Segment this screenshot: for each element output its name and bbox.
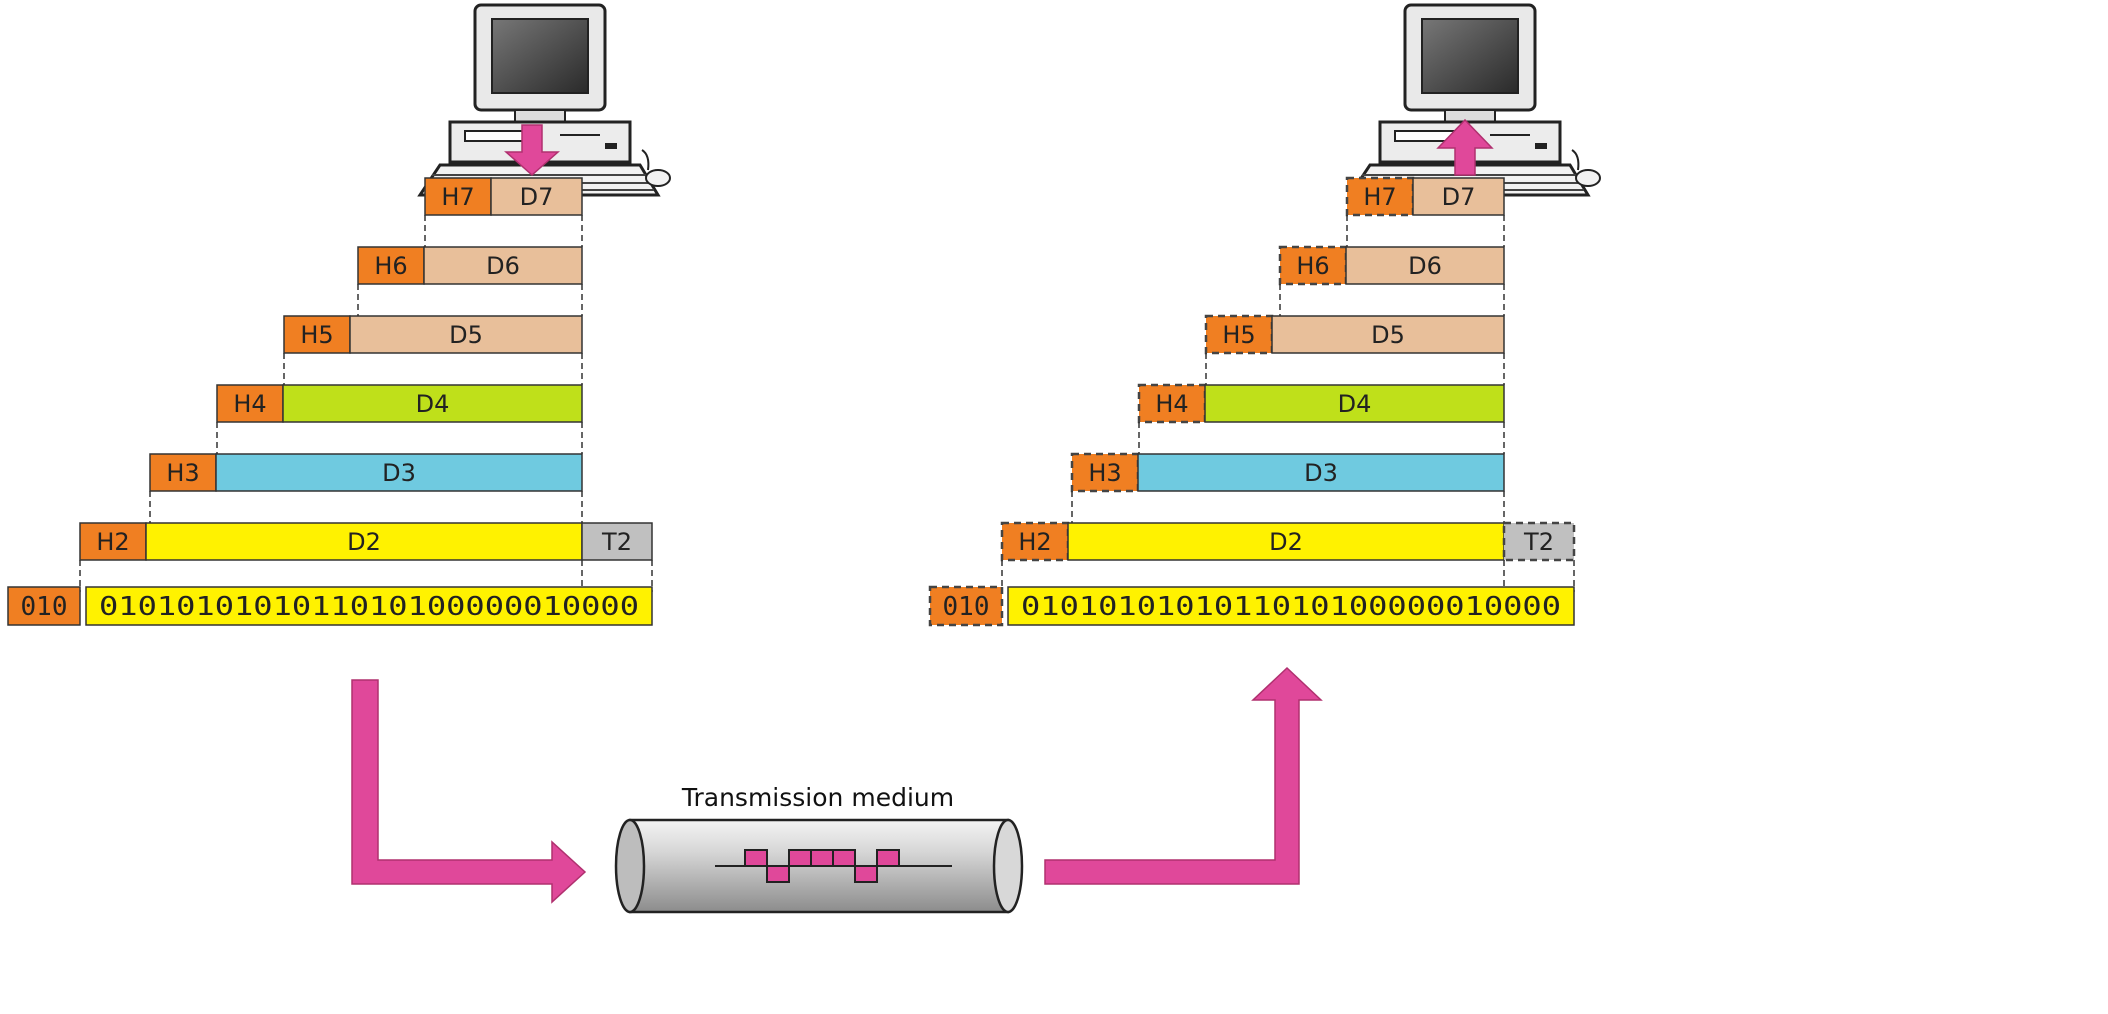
receiver-bits-header — [928, 585, 1004, 627]
sender-bits-body — [85, 586, 653, 626]
sender-data-d4 — [282, 384, 583, 423]
receiver-data-d7 — [1412, 177, 1505, 216]
receiver-bits-label: 0101010101011010100000010000 — [1021, 592, 1561, 622]
receiver-header-label: H7 — [1363, 183, 1396, 211]
receiver-up-arrow — [1436, 118, 1494, 176]
sender-header-h7 — [424, 177, 492, 216]
sender-header-h5 — [283, 315, 351, 354]
medium-label: Transmission medium — [681, 783, 954, 812]
sender-layer-row: H5 D5 — [283, 315, 583, 385]
up-arrow-icon — [1436, 118, 1494, 176]
receiver-header-h3 — [1070, 452, 1140, 493]
sender-data-label: D4 — [416, 390, 450, 418]
receiver-header-label: H3 — [1088, 459, 1121, 487]
sender-header-label: H2 — [96, 528, 129, 556]
receiver-data-label: D4 — [1338, 390, 1372, 418]
sender-data-d2 — [145, 522, 583, 561]
receiver-bits-body — [1007, 586, 1575, 626]
receiver-layer-row: H5 D5 — [1204, 314, 1505, 385]
receiver-data-label: D6 — [1408, 252, 1442, 280]
receiver-header-label: H5 — [1222, 321, 1255, 349]
receiver-data-label: D3 — [1304, 459, 1338, 487]
sender-header-h2 — [79, 522, 147, 561]
sender-layer-row: H4 D4 — [216, 384, 583, 454]
receiver-data-d4 — [1204, 384, 1505, 423]
computer-icon — [417, 3, 671, 197]
sender-data-label: D5 — [449, 321, 483, 349]
sender-layer-row: H3 D3 — [149, 453, 583, 523]
receiver-header-label: H2 — [1018, 528, 1051, 556]
receiver-data-d6 — [1345, 246, 1505, 285]
sender-to-medium-arrow — [351, 679, 587, 904]
receiver-header-label: H6 — [1296, 252, 1329, 280]
sender-down-arrow — [504, 124, 560, 177]
receiver-layer-row: H7 D7 — [1345, 176, 1505, 247]
sender-computer-icon — [417, 3, 671, 197]
sender-data-label: D2 — [347, 528, 381, 556]
receiver-bitstream: 010 0101010101011010100000010000 — [928, 585, 1575, 627]
receiver-data-d5 — [1271, 315, 1505, 354]
sender-data-label: D3 — [382, 459, 416, 487]
cable-icon — [614, 818, 1024, 914]
receiver-layer-row: H3 D3 — [1070, 452, 1505, 523]
sender-header-label: H3 — [166, 459, 199, 487]
receiver-data-label: D2 — [1269, 528, 1303, 556]
sender-data-label: D7 — [520, 183, 554, 211]
receiver-data-label: D7 — [1442, 183, 1476, 211]
sender-trailer-t2 — [581, 522, 653, 561]
sender-header-h4 — [216, 384, 284, 423]
receiver-trailer-t2 — [1502, 521, 1576, 562]
sender-data-d6 — [423, 246, 583, 285]
receiver-trailer-label: T2 — [1523, 528, 1554, 556]
sender-data-d3 — [215, 453, 583, 492]
sender-data-d7 — [490, 177, 583, 216]
sender-header-h6 — [357, 246, 425, 285]
sender-header-label: H5 — [300, 321, 333, 349]
receiver-layer-row: H2 D2 T2 — [1000, 521, 1576, 592]
receiver-layer-row: H6 D6 — [1278, 245, 1505, 316]
sender-layer-row: H2 D2 T2 — [79, 522, 653, 592]
receiver-data-d3 — [1137, 453, 1505, 492]
transmission-medium: Transmission medium — [614, 783, 1024, 914]
sender-data-d5 — [349, 315, 583, 354]
signal-wave — [744, 849, 900, 883]
sender-layer-row: H6 D6 — [357, 246, 583, 316]
down-arrow-icon — [504, 124, 560, 177]
sender-trailer-label: T2 — [601, 528, 632, 556]
sender-data-label: D6 — [486, 252, 520, 280]
receiver-header-label: H4 — [1155, 390, 1188, 418]
sender-bitstream: 010 0101010101011010100000010000 — [7, 586, 653, 626]
sender-bits-header-label: 010 — [21, 592, 68, 622]
receiver-layer-row: H4 D4 — [1137, 383, 1505, 454]
sender-header-label: H6 — [374, 252, 407, 280]
path-arrow-icon — [351, 666, 1323, 904]
receiver-data-label: D5 — [1371, 321, 1405, 349]
sender-layer-row: H7 D7 — [424, 177, 583, 247]
sender-bits-header — [7, 586, 81, 626]
receiver-data-d2 — [1067, 522, 1505, 561]
receiver-bits-header-label: 010 — [943, 592, 990, 622]
sender-header-label: H7 — [441, 183, 474, 211]
sender-header-label: H4 — [233, 390, 266, 418]
medium-to-receiver-arrow — [1044, 666, 1323, 885]
receiver-header-h2 — [1000, 521, 1070, 562]
sender-bits-label: 0101010101011010100000010000 — [99, 592, 639, 622]
